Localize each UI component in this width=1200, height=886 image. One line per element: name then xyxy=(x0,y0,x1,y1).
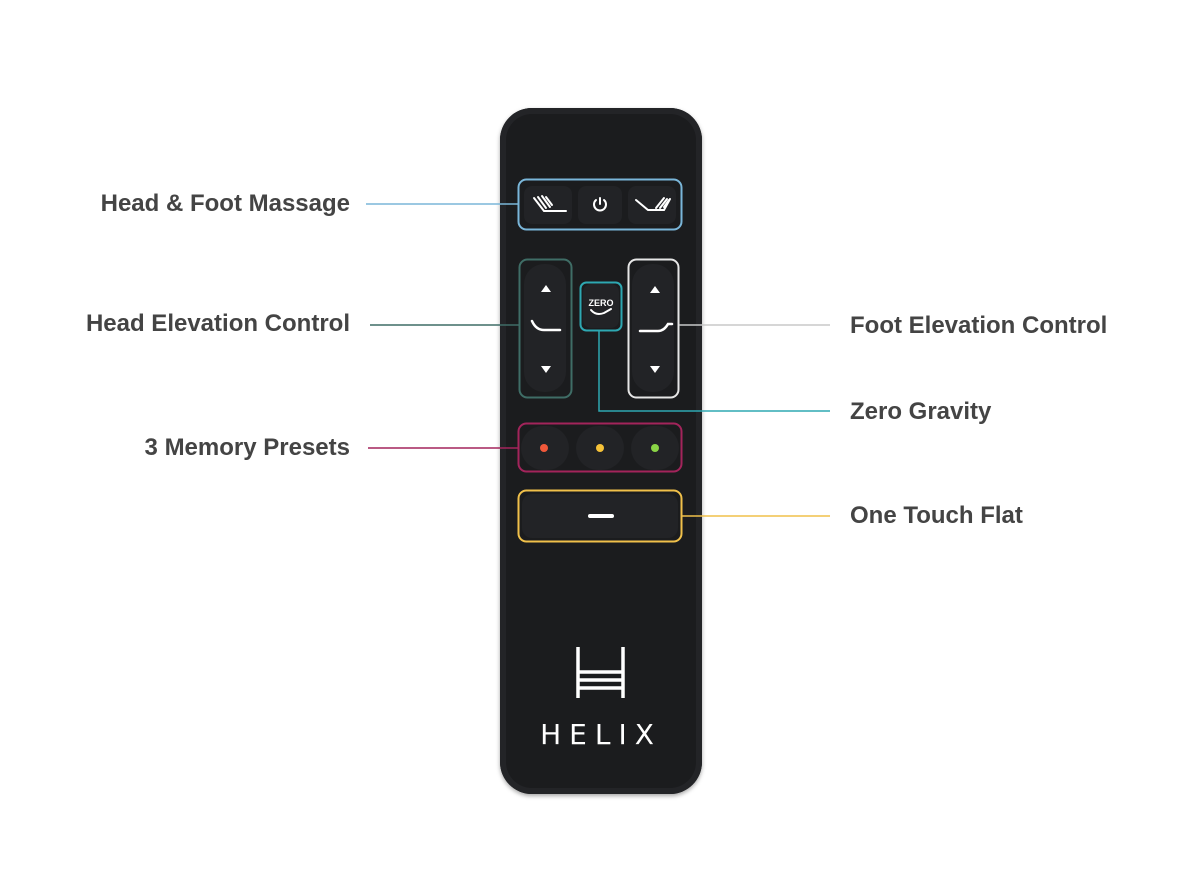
head-up-arrow-icon xyxy=(541,285,551,292)
label-zero-gravity: Zero Gravity xyxy=(850,398,992,425)
foot-elevation-highlight-box xyxy=(627,258,680,399)
zero-gravity-icon xyxy=(590,308,612,315)
label-head-foot-massage: Head & Foot Massage xyxy=(100,190,350,217)
zero-gravity-leader-line xyxy=(598,330,830,412)
zero-gravity-button[interactable] xyxy=(583,284,619,328)
preset-3-indicator xyxy=(651,444,659,452)
preset-2-indicator xyxy=(596,444,604,452)
massage-highlight-box xyxy=(517,178,683,231)
label-foot-elevation-control: Foot Elevation Control xyxy=(850,312,1108,339)
foot-up-arrow-icon xyxy=(650,286,660,293)
label-3-memory-presets: 3 Memory Presets xyxy=(144,434,350,461)
preset-1-indicator xyxy=(540,444,548,452)
one-touch-flat-highlight-box xyxy=(517,489,683,543)
foot-position-icon xyxy=(638,322,674,333)
head-down-arrow-icon xyxy=(541,366,551,373)
foot-massage-icon xyxy=(635,197,671,211)
head-elevation-highlight-box xyxy=(518,258,573,399)
foot-down-arrow-icon xyxy=(650,366,660,373)
helix-brand-text: HELIX xyxy=(540,718,662,751)
label-one-touch-flat: One Touch Flat xyxy=(850,502,1023,529)
head-massage-icon xyxy=(533,195,567,212)
foot-massage-button[interactable] xyxy=(628,186,676,224)
head-position-icon xyxy=(530,319,562,332)
foot-elevation-rocker[interactable] xyxy=(632,264,674,392)
memory-presets-highlight-box xyxy=(517,422,683,473)
flat-icon xyxy=(588,514,614,518)
label-head-elevation-control: Head Elevation Control xyxy=(85,310,350,337)
zero-gravity-label: ZERO xyxy=(588,298,613,308)
zero-gravity-highlight-box xyxy=(579,281,623,332)
massage-timer-icon xyxy=(593,197,607,212)
helix-logo-icon xyxy=(576,647,625,698)
